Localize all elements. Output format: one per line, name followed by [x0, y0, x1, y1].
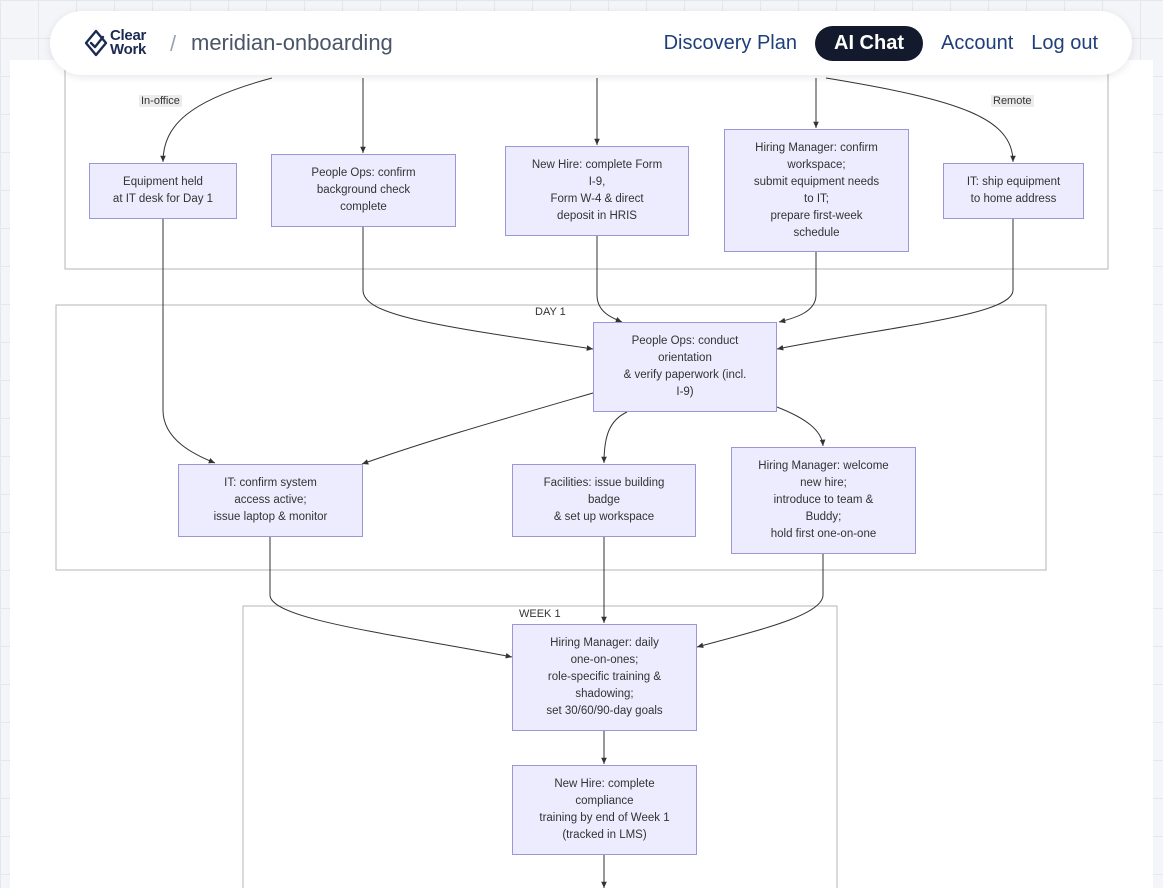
nav-discovery-plan[interactable]: Discovery Plan [663, 31, 797, 54]
node-form-i9[interactable]: New Hire: complete Form I-9, Form W-4 & … [505, 146, 689, 236]
edge-label-in-office: In-office [139, 95, 182, 107]
node-hm-daily[interactable]: Hiring Manager: daily one-on-ones; role-… [512, 624, 697, 731]
node-compliance[interactable]: New Hire: complete compliance training b… [512, 765, 697, 855]
edge-equipment-held-to-it-access [162, 219, 216, 464]
cluster-label-day1: DAY 1 [535, 306, 566, 318]
edge-orientation-to-facilities [601, 411, 628, 464]
node-hm-welcome[interactable]: Hiring Manager: welcome new hire; introd… [731, 447, 916, 554]
cluster-label-week1: WEEK 1 [519, 608, 561, 620]
node-it-access[interactable]: IT: confirm system access active; issue … [178, 464, 363, 537]
cluster-week1 [242, 605, 838, 888]
top-navigation-bar: Clear Work / meridian-onboarding Discove… [50, 11, 1132, 75]
nav-log-out[interactable]: Log out [1031, 31, 1098, 54]
edge-bg-check-to-orientation [362, 227, 594, 351]
project-name: meridian-onboarding [191, 30, 393, 55]
edge-orientation-to-it-access [361, 392, 594, 465]
main-nav: Discovery Plan AI Chat Account Log out [646, 25, 1098, 61]
node-it-ship[interactable]: IT: ship equipment to home address [943, 163, 1084, 219]
clearwork-logo-icon [84, 29, 108, 57]
node-bg-check[interactable]: People Ops: confirm background check com… [271, 154, 456, 227]
edge-to-equipment-held [160, 77, 273, 163]
edge-orientation-to-hm-welcome [776, 406, 826, 447]
edge-hm-welcome-to-hm-daily [696, 554, 824, 649]
edge-label-remote: Remote [991, 95, 1034, 107]
edge-to-it-ship [825, 77, 1016, 163]
logo-line-2: Work [110, 41, 147, 58]
nav-account[interactable]: Account [941, 31, 1014, 54]
node-equipment-held[interactable]: Equipment held at IT desk for Day 1 [89, 163, 237, 219]
clearwork-logo[interactable]: Clear Work [84, 27, 156, 59]
node-facilities[interactable]: Facilities: issue building badge & set u… [512, 464, 696, 537]
cluster-day1 [55, 304, 1047, 571]
clearwork-logo-text: Clear Work [110, 27, 147, 58]
breadcrumb-separator: / [170, 31, 177, 56]
edge-hm-workspace-to-orientation [778, 252, 817, 324]
node-orientation[interactable]: People Ops: conduct orientation & verify… [593, 322, 777, 412]
edge-it-ship-to-orientation [776, 219, 1014, 351]
edge-it-access-to-hm-daily [269, 537, 513, 659]
nav-ai-chat[interactable]: AI Chat [815, 25, 923, 61]
edge-form-i9-to-orientation [596, 236, 623, 323]
logo-line-1: Clear [110, 27, 147, 44]
node-hm-workspace[interactable]: Hiring Manager: confirm workspace; submi… [724, 129, 909, 252]
